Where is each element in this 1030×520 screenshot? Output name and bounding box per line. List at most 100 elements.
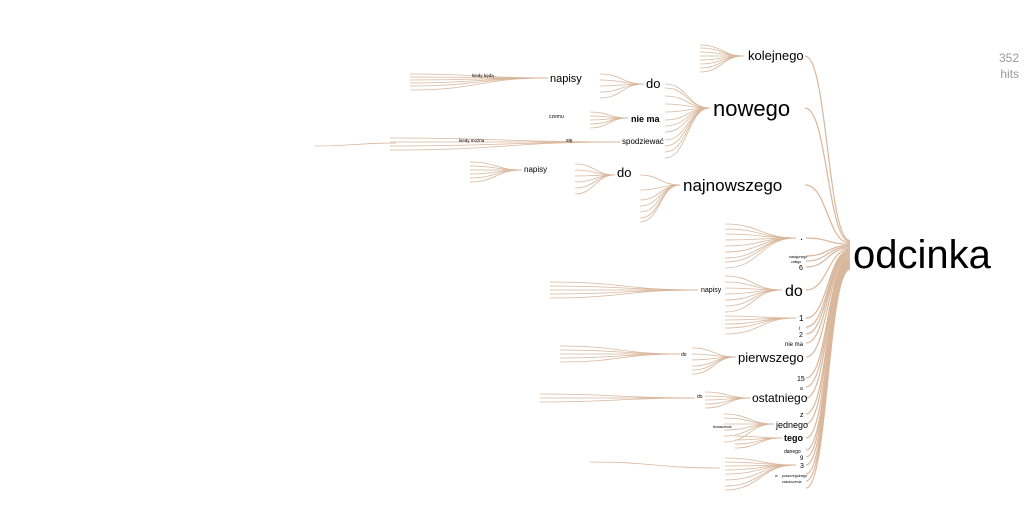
fan-tego-3	[734, 437, 783, 449]
branch-z[interactable]: z	[800, 412, 804, 419]
tree-links	[314, 44, 851, 491]
branch-w[interactable]: w	[775, 474, 778, 478]
root-link-nastepnego	[805, 244, 851, 257]
root-link-i	[805, 250, 851, 328]
fan-spodziewac-0	[389, 137, 621, 143]
sub-kiedy-beda[interactable]: kiedy będą	[472, 73, 494, 78]
sub-napisy-najnowszego[interactable]: napisy	[524, 165, 547, 174]
sub-do-nowego[interactable]: do	[646, 76, 660, 91]
fan-nowego-11	[664, 107, 711, 159]
branch-nie-ma[interactable]: nie ma	[785, 342, 804, 348]
branch-three[interactable]: 3	[800, 463, 804, 470]
branch-calego[interactable]: całego	[791, 260, 801, 264]
branch-zakonczenia[interactable]: zakończenia	[782, 480, 802, 484]
branch-do[interactable]: do	[785, 283, 803, 300]
fan-far-left	[314, 142, 397, 147]
hits-counter: 352 hits	[985, 50, 1019, 82]
root-link-kolejnego	[804, 55, 851, 242]
sub-napisy-do[interactable]: napisy	[701, 287, 722, 294]
fan-do-ostatniego-2	[539, 397, 696, 403]
root-link-ostatniego	[805, 258, 851, 399]
fan-jednego-5	[723, 423, 775, 443]
fan-do-nowego-4	[599, 83, 645, 99]
branch-ostatniego[interactable]: ostatniego	[752, 391, 808, 405]
root-link-dot	[805, 237, 851, 245]
root-link-nie-ma	[805, 253, 851, 344]
fan-napisy-najnowszego-5	[469, 169, 523, 183]
sub-nie-ma-nowego[interactable]: nie ma	[631, 114, 661, 124]
fan-do-6	[724, 289, 783, 313]
root-link-jednego	[805, 260, 851, 425]
sub-tlumaczenie[interactable]: tłumaczenie	[713, 425, 732, 429]
fan-najnowszego-6	[639, 184, 681, 223]
branch-dot[interactable]: .	[800, 231, 803, 243]
branch-kolejnego[interactable]: kolejnego	[748, 48, 804, 63]
branch-tego[interactable]: tego	[784, 433, 804, 443]
fan-ostatniego-4	[704, 397, 751, 409]
branch-najnowszego[interactable]: najnowszego	[683, 176, 782, 195]
sub-kiedy-mozna[interactable]: kiedy można	[459, 138, 485, 143]
sub-sie[interactable]: się	[566, 138, 573, 144]
branch-danego[interactable]: danego	[784, 449, 801, 455]
fan-three-1	[724, 461, 797, 466]
root-link-z	[805, 259, 851, 415]
fan-do-nowego-0	[599, 73, 645, 85]
fan-najnowszego-4	[639, 184, 681, 213]
fan-nowego-10	[664, 107, 711, 153]
hits-count: 352	[998, 51, 1019, 65]
sub-napisy-nowego[interactable]: napisy	[550, 73, 582, 85]
branch-a[interactable]: a	[800, 386, 803, 392]
branch-poszczegolnego[interactable]: poszczególnego	[782, 474, 807, 478]
fan-pierwszego-4	[691, 356, 737, 371]
branch-nine[interactable]: 9	[800, 456, 804, 462]
root-link-najnowszego	[804, 184, 851, 244]
fan-dot-1	[724, 228, 797, 239]
sub-do-ostatniego[interactable]: do	[697, 394, 703, 400]
branch-nowego[interactable]: nowego	[713, 96, 790, 121]
tree-labels: odcinka kolejnego nowego najnowszego . n…	[459, 48, 992, 484]
root-link-a	[805, 256, 851, 388]
fan-nowego-6	[664, 107, 711, 127]
fan-jednego-0	[723, 413, 775, 425]
fan-nie-ma-4	[589, 117, 629, 129]
branch-one[interactable]: 1	[799, 314, 804, 323]
sub-spodziewac[interactable]: spodziewać	[622, 137, 664, 146]
branch-jednego[interactable]: jednego	[775, 420, 808, 430]
fan-low-left	[589, 461, 721, 469]
branch-two[interactable]: 2	[799, 332, 803, 339]
sub-do-najnowszego[interactable]: do	[617, 165, 631, 180]
fan-do-najnowszego-5	[574, 174, 616, 195]
fan-do-najnowszego-0	[574, 163, 616, 176]
root-link-pierwszego	[805, 254, 851, 358]
fan-pierwszego-5	[691, 356, 737, 375]
sub-czemu[interactable]: czemu	[549, 114, 564, 120]
fan-nowego-1	[664, 87, 711, 109]
fan-do-4	[724, 289, 783, 301]
root-link-nowego	[804, 107, 851, 243]
root-link-last	[805, 268, 851, 489]
hits-label: hits	[1000, 67, 1019, 81]
branch-i[interactable]: i	[799, 326, 800, 332]
root-link-calego	[805, 246, 851, 262]
branch-six[interactable]: 6	[799, 265, 803, 272]
root-link-six	[805, 247, 851, 268]
fan-napisy-do-4	[549, 289, 699, 299]
fan-najnowszego-0	[639, 174, 681, 186]
fan-dot-8	[724, 237, 797, 269]
fan-spodziewac-3	[389, 141, 621, 151]
fan-one-4	[724, 317, 797, 335]
fan-one-3	[724, 317, 797, 329]
root-link-do	[805, 248, 851, 291]
fan-pierwszego-1	[691, 353, 737, 358]
fan-do-2	[724, 287, 783, 291]
branch-pierwszego[interactable]: pierwszego	[738, 350, 804, 365]
fan-do-pierwszego-4	[559, 353, 681, 363]
root-word[interactable]: odcinka	[853, 233, 992, 277]
fan-dot-6	[724, 237, 797, 259]
root-link-two	[805, 252, 851, 335]
branch-fifteen[interactable]: 15	[797, 376, 805, 383]
fan-nowego-8	[664, 107, 711, 141]
branch-nastepnego[interactable]: następnego	[789, 255, 807, 259]
sub-do-pierwszego[interactable]: do	[681, 352, 687, 358]
